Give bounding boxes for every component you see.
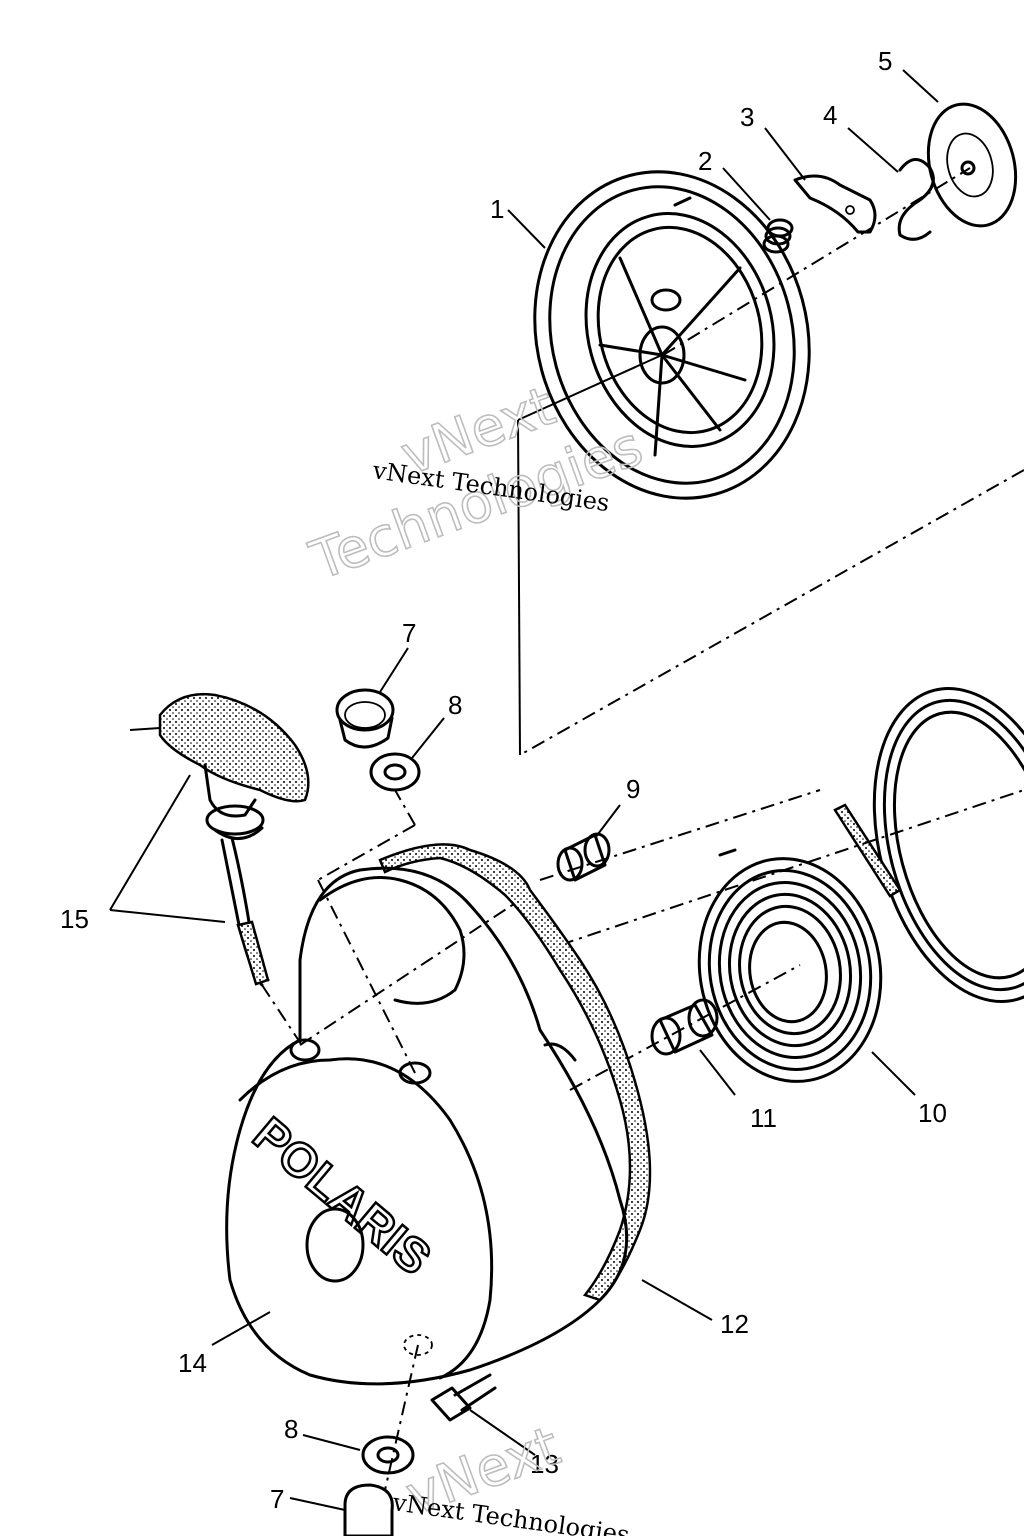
callout-3: 3 xyxy=(740,102,754,132)
callout-7-upper: 7 xyxy=(402,618,416,648)
axis-line xyxy=(299,899,521,1046)
axis-line xyxy=(559,789,1024,946)
axis-line xyxy=(517,419,521,756)
callout-13: 13 xyxy=(530,1449,559,1479)
bushing-part xyxy=(556,832,611,882)
axis-line xyxy=(317,879,416,1074)
callout-11: 11 xyxy=(750,1103,777,1133)
starter-handle-part xyxy=(158,693,310,987)
axis-line xyxy=(317,824,416,881)
callout-1: 1 xyxy=(490,194,504,224)
callout-2: 2 xyxy=(698,146,712,176)
rope-coil-part xyxy=(833,687,1024,1003)
washer-part xyxy=(369,752,421,792)
washer-inner xyxy=(376,1446,400,1464)
axis-line xyxy=(517,354,663,421)
callout-9: 9 xyxy=(626,774,640,804)
bolt-part xyxy=(430,1373,497,1422)
callout-5: 5 xyxy=(878,46,892,76)
washer-part xyxy=(361,1435,415,1475)
plug-part xyxy=(335,688,395,749)
pulley-part xyxy=(533,170,811,500)
callout-4: 4 xyxy=(823,100,837,130)
callout-7-lower: 7 xyxy=(270,1484,284,1514)
axis-line xyxy=(384,1344,419,1491)
pawl-part xyxy=(793,174,877,234)
leader-lines xyxy=(109,69,939,1511)
axis-line xyxy=(261,984,306,1051)
callout-12: 12 xyxy=(720,1309,749,1339)
bushing-part xyxy=(650,998,719,1056)
axis-line xyxy=(662,167,971,356)
callout-15: 15 xyxy=(60,904,89,934)
plate-part xyxy=(926,102,1018,228)
axis-line xyxy=(539,789,821,881)
clip-part xyxy=(897,158,935,241)
recoil-spring-part xyxy=(697,848,883,1083)
axis-line xyxy=(394,789,416,826)
callout-8-lower: 8 xyxy=(284,1414,298,1444)
axis-line xyxy=(519,469,1024,756)
callout-8-upper: 8 xyxy=(448,690,462,720)
callout-14: 14 xyxy=(178,1348,207,1378)
watermark-small-bottom: vNext Technologies xyxy=(390,1488,631,1536)
callout-10: 10 xyxy=(918,1098,947,1128)
small-spring-part xyxy=(762,218,794,254)
polaris-logo: POLARIS xyxy=(243,1108,441,1286)
plug-part xyxy=(343,1483,394,1536)
